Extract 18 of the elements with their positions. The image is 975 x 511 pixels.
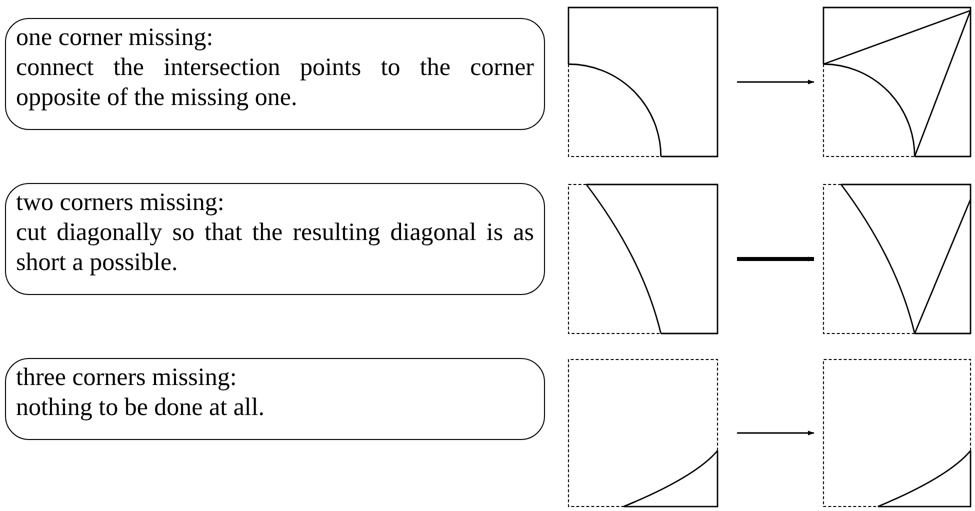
rounded-text-box: [5, 358, 545, 440]
arrow: [737, 256, 814, 262]
arrow: [737, 80, 814, 84]
description-text: connect the intersection points to the corner opposite of the missing one.: [16, 53, 534, 113]
description-text: nothing to be done at all.: [16, 393, 266, 423]
rounded-text-box: [5, 183, 545, 295]
cut-square-drawing: [567, 183, 719, 335]
cut-square-drawing: [567, 6, 719, 158]
heading-text: one corner missing:: [16, 23, 214, 53]
cut-square-drawing: [822, 183, 972, 335]
heading-text: three corners missing:: [16, 363, 238, 393]
cut-square-drawing: [567, 358, 719, 508]
description-text: cut diagonally so that the resulting diagonal is as short a possible.: [16, 218, 534, 278]
rounded-text-box: [5, 18, 545, 130]
cut-square-drawing: [822, 358, 972, 508]
cut-square-drawing: [822, 6, 972, 158]
arrow: [737, 430, 814, 436]
heading-text: two corners missing:: [16, 188, 226, 218]
